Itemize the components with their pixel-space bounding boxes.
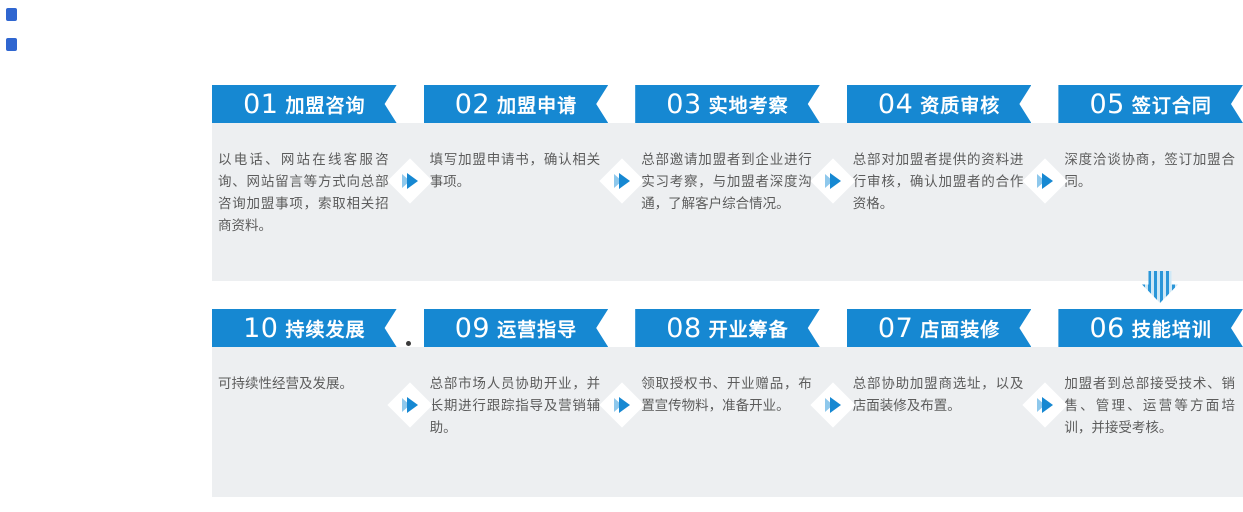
step-header: 05 签订合同 — [1058, 85, 1243, 123]
step-header: 03 实地考察 — [635, 85, 820, 123]
step-header: 07 店面装修 — [847, 309, 1032, 347]
step-card-08: 08 开业筹备 领取授权书、开业赠品，布置宣传物料，准备开业。 — [635, 309, 820, 497]
step-number: 08 — [666, 312, 702, 344]
step-description: 加盟者到总部接受技术、销售、管理、运营等方面培训，并接受考核。 — [1064, 376, 1235, 436]
step-card-06: 06 技能培训 加盟者到总部接受技术、销售、管理、运营等方面培训，并接受考核。 — [1058, 309, 1243, 497]
flow-arrow — [1022, 382, 1068, 428]
step-title: 加盟咨询 — [285, 94, 366, 117]
step-card-04: 04 资质审核 总部对加盟者提供的资料进行审核，确认加盟者的合作资格。 — [847, 85, 1032, 281]
step-card-03: 03 实地考察 总部邀请加盟者到企业进行实习考察，与加盟者深度沟通，了解客户综合… — [635, 85, 820, 281]
step-description: 总部对加盟者提供的资料进行审核，确认加盟者的合作资格。 — [852, 152, 1024, 212]
flow-arrow-right-icon — [614, 397, 630, 413]
stray-dot — [406, 341, 411, 346]
step-number: 07 — [877, 312, 914, 344]
flow-arrow — [1022, 158, 1068, 204]
step-header: 08 开业筹备 — [635, 309, 820, 347]
step-title: 实地考察 — [708, 94, 789, 117]
step-description: 填写加盟申请书，确认相关事项。 — [429, 152, 601, 190]
step-header: 06 技能培训 — [1058, 309, 1243, 347]
step-title: 加盟申请 — [497, 94, 578, 117]
flow-arrow-right-icon — [1037, 397, 1053, 413]
stray-glyph-icon — [6, 38, 17, 51]
flow-arrow-right-icon — [402, 397, 418, 413]
step-number: 01 — [243, 88, 279, 120]
step-title: 运营指导 — [497, 318, 578, 341]
step-header: 10 持续发展 — [212, 309, 397, 347]
step-card-10: 10 持续发展 可持续性经营及发展。 — [212, 309, 397, 497]
step-title: 持续发展 — [285, 318, 366, 341]
step-description: 深度洽谈协商，签订加盟合同。 — [1064, 152, 1235, 190]
flow-arrow-right-icon — [614, 173, 630, 189]
step-number: 04 — [877, 88, 914, 120]
step-description: 以电话、网站在线客服咨询、网站留言等方式向总部咨询加盟事项，索取相关招商资料。 — [218, 152, 389, 234]
step-header: 04 资质审核 — [847, 85, 1032, 123]
flow-arrow-right-icon — [402, 173, 418, 189]
flow-arrow — [599, 158, 645, 204]
stray-glyph-icon — [6, 8, 17, 21]
step-title: 开业筹备 — [708, 318, 789, 341]
step-header: 09 运营指导 — [424, 309, 609, 347]
flow-arrow — [810, 158, 856, 204]
process-row-bottom: 10 持续发展 可持续性经营及发展。 09 运营指导 总部市场人员协助开业，并长… — [212, 309, 1243, 497]
step-card-09: 09 运营指导 总部市场人员协助开业，并长期进行跟踪指导及营销辅助。 — [424, 309, 609, 497]
flow-arrow — [387, 158, 433, 204]
step-description: 总部市场人员协助开业，并长期进行跟踪指导及营销辅助。 — [429, 376, 601, 436]
step-header: 01 加盟咨询 — [212, 85, 397, 123]
step-card-02: 02 加盟申请 填写加盟申请书，确认相关事项。 — [424, 85, 609, 281]
flow-arrow-right-icon — [825, 173, 841, 189]
step-number: 05 — [1089, 88, 1125, 120]
step-title: 技能培训 — [1131, 318, 1212, 341]
flow-arrow-right-icon — [1037, 173, 1053, 189]
step-title: 资质审核 — [920, 94, 1001, 117]
step-number: 02 — [454, 88, 491, 120]
step-description: 领取授权书、开业赠品，布置宣传物料，准备开业。 — [641, 376, 812, 414]
flow-arrow — [810, 382, 856, 428]
step-card-07: 07 店面装修 总部协助加盟商选址，以及店面装修及布置。 — [847, 309, 1032, 497]
step-header: 02 加盟申请 — [424, 85, 609, 123]
step-description: 总部邀请加盟者到企业进行实习考察，与加盟者深度沟通，了解客户综合情况。 — [641, 152, 812, 212]
step-card-01: 01 加盟咨询 以电话、网站在线客服咨询、网站留言等方式向总部咨询加盟事项，索取… — [212, 85, 397, 281]
process-row-top: 01 加盟咨询 以电话、网站在线客服咨询、网站留言等方式向总部咨询加盟事项，索取… — [212, 85, 1243, 281]
step-title: 店面装修 — [920, 318, 1001, 341]
step-title: 签订合同 — [1131, 94, 1212, 117]
step-number: 03 — [666, 88, 702, 120]
step-number: 10 — [243, 312, 279, 344]
step-description: 总部协助加盟商选址，以及店面装修及布置。 — [852, 376, 1024, 414]
step-number: 06 — [1089, 312, 1125, 344]
flow-arrow — [599, 382, 645, 428]
row-background-band — [212, 123, 1243, 281]
step-number: 09 — [454, 312, 491, 344]
step-card-05: 05 签订合同 深度洽谈协商，签订加盟合同。 — [1058, 85, 1243, 281]
flow-arrow-right-icon — [825, 397, 841, 413]
flow-arrow — [387, 382, 433, 428]
step-description: 可持续性经营及发展。 — [218, 376, 353, 392]
row-background-band — [212, 347, 1243, 497]
